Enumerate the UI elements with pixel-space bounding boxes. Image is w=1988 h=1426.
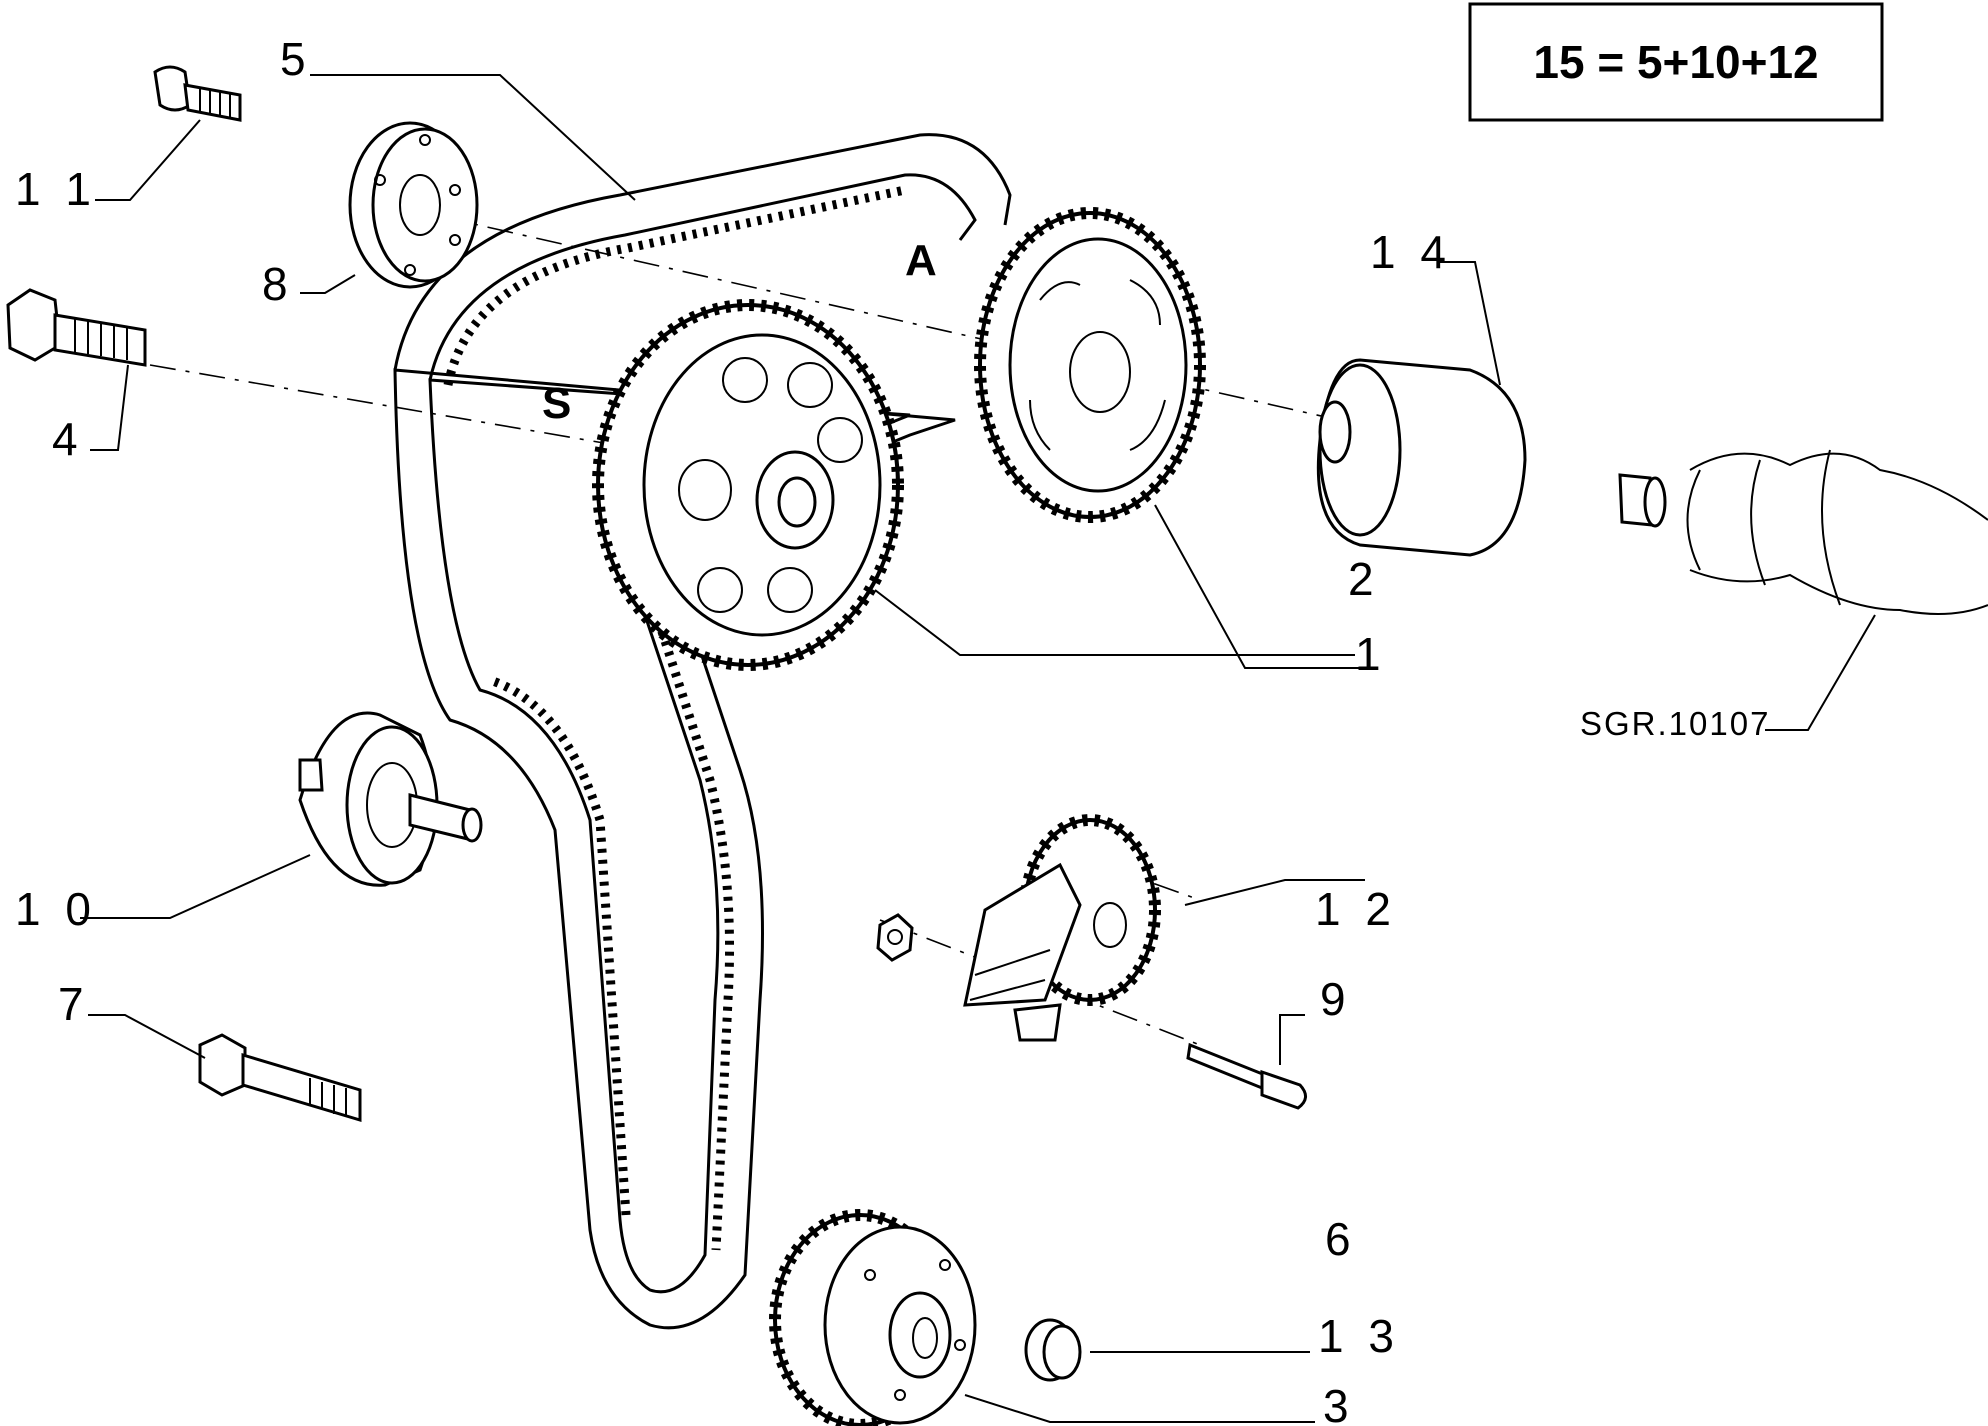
formula-text: 15 = 5+10+12 — [1533, 36, 1818, 88]
callout-13: 1 3 — [1318, 1310, 1400, 1362]
formula-box: 15 = 5+10+12 — [1468, 2, 1884, 122]
callout-9: 9 — [1320, 973, 1352, 1025]
bolt-11 — [153, 65, 242, 122]
callout-7: 7 — [58, 978, 90, 1030]
callout-14: 1 4 — [1370, 226, 1452, 278]
tensioner-pulley — [963, 814, 1161, 1042]
callout-4: 4 — [52, 413, 84, 465]
crankshaft-pulley — [769, 1209, 977, 1426]
section-label-a: A — [905, 236, 937, 285]
callout-1: 1 — [1355, 628, 1387, 680]
camshaft-pulley-2 — [974, 207, 1206, 523]
pin-9 — [1186, 1042, 1307, 1110]
flange-washer — [348, 121, 479, 289]
bolt-7 — [198, 1033, 362, 1123]
tensioner-nut — [876, 913, 914, 962]
idler-pulley — [298, 711, 483, 887]
callout-3: 3 — [1323, 1380, 1355, 1426]
camshaft-pulley-1 — [592, 299, 904, 671]
callout-12: 1 2 — [1315, 883, 1397, 935]
leader-lines — [80, 74, 1876, 1423]
callout-5: 5 — [280, 33, 312, 85]
bolt-4 — [6, 288, 147, 367]
camshaft — [1316, 358, 1988, 615]
washer — [1024, 1318, 1082, 1382]
callout-8: 8 — [262, 258, 294, 310]
callout-6: 6 — [1325, 1213, 1357, 1265]
callout-2: 2 — [1348, 553, 1380, 605]
section-label-s: S — [542, 379, 571, 428]
callout-11: 1 1 — [15, 163, 97, 215]
callout-10: 1 0 — [15, 883, 97, 935]
reference-code: SGR.10107 — [1580, 705, 1770, 742]
